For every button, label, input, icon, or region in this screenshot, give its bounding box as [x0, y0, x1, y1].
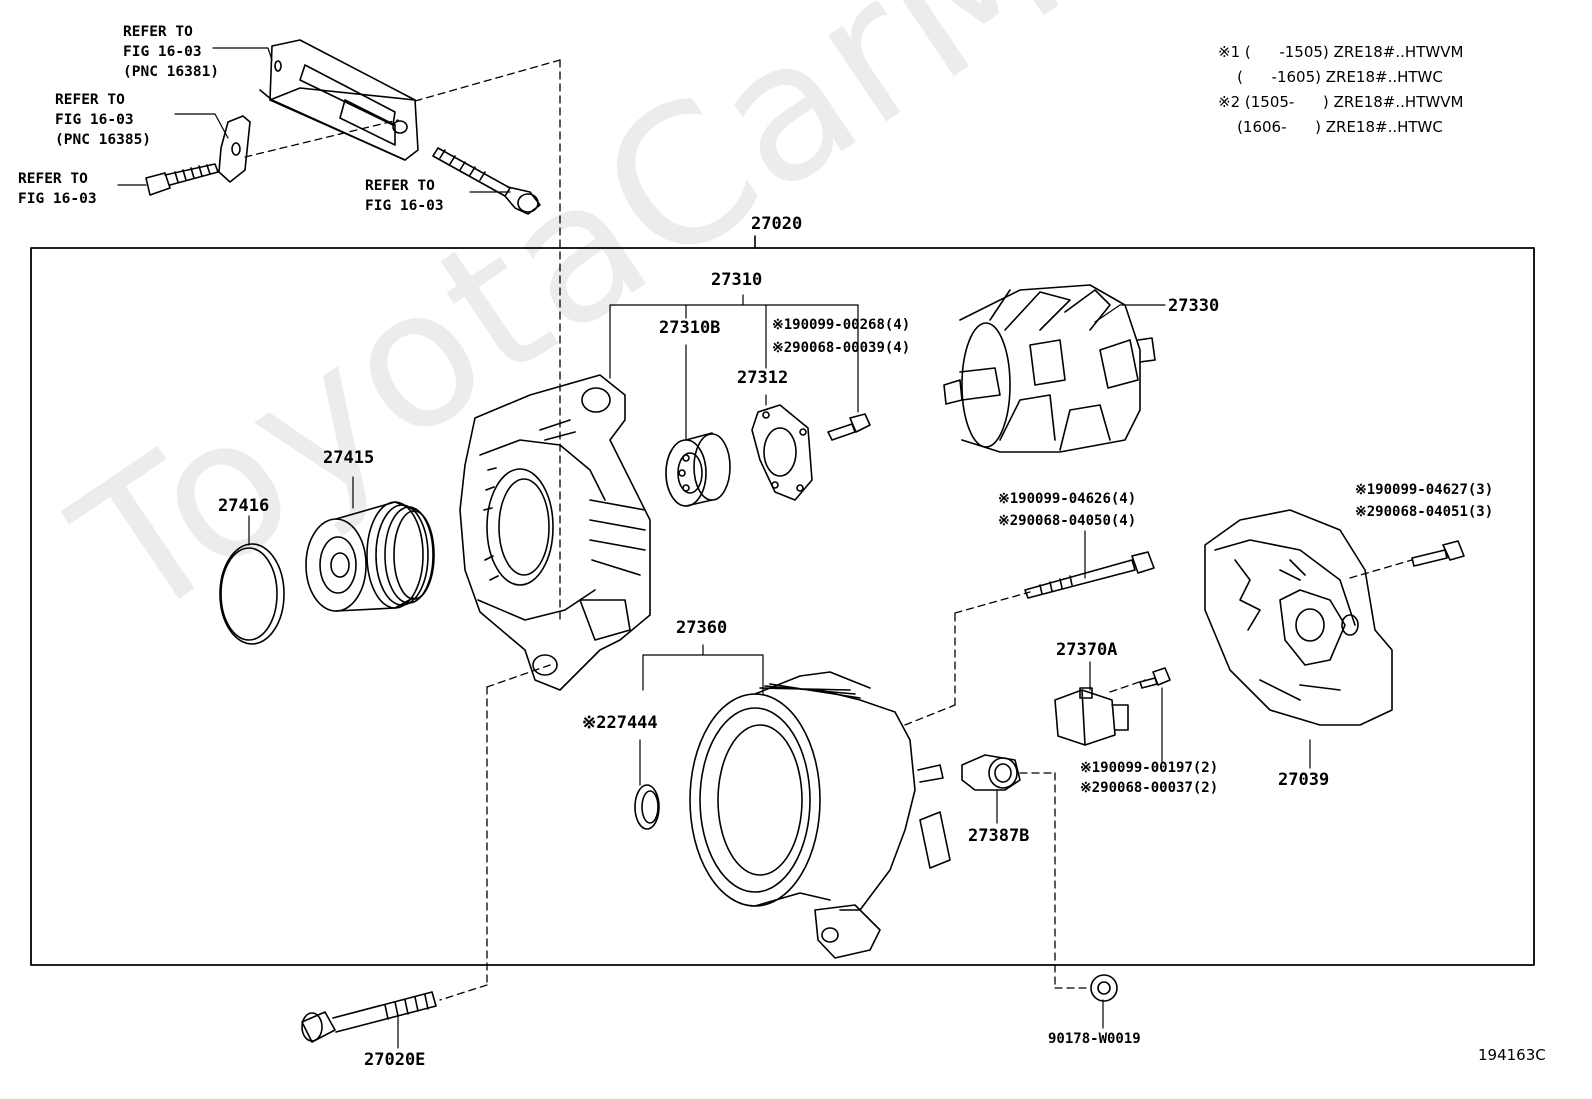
label-terminal-insulator[interactable]: 27387B — [968, 826, 1030, 846]
label-cap[interactable]: 27416 — [218, 496, 270, 516]
figure-number: 194163C — [1478, 1046, 1546, 1064]
drive-end-frame — [459, 374, 651, 691]
nut — [1090, 974, 1118, 1002]
label-rotor[interactable]: 27330 — [1168, 296, 1220, 316]
refer-label-1: REFER TO FIG 16-03 (PNC 16381) — [123, 24, 220, 80]
bolt-long-top — [432, 147, 541, 215]
label-frame[interactable]: 27310 — [711, 270, 763, 290]
label-through-bolt-2[interactable]: ※290068-04050(4) — [998, 513, 1137, 529]
label-plate[interactable]: 27312 — [737, 368, 789, 388]
label-assembly[interactable]: 27020 — [751, 214, 803, 234]
terminal-insulator — [961, 754, 1021, 791]
cover-bolt — [1411, 540, 1465, 567]
label-screw-brush-1[interactable]: ※190099-00197(2) — [1080, 760, 1219, 776]
label-bearing[interactable]: 27310B — [659, 318, 721, 338]
label-screw-plate-1[interactable]: ※190099-00268(4) — [772, 317, 911, 333]
refer-label-3: REFER TO FIG 16-03 — [18, 171, 97, 207]
dust-cap — [219, 543, 285, 645]
label-cover-bolt-1[interactable]: ※190099-04627(3) — [1355, 482, 1494, 498]
bolt-left — [145, 163, 219, 196]
label-brush-holder[interactable]: 27370A — [1056, 640, 1118, 660]
leader-lines — [117, 47, 1311, 1049]
refer-label-4: REFER TO FIG 16-03 — [365, 178, 444, 214]
adjust-bar-bracket — [259, 39, 419, 161]
label-through-bolt-1[interactable]: ※190099-04626(4) — [998, 491, 1137, 507]
label-screw-plate-2[interactable]: ※290068-00039(4) — [772, 340, 911, 356]
refer-label-2: REFER TO FIG 16-03 (PNC 16385) — [55, 92, 152, 148]
retainer-plate — [751, 404, 813, 501]
brush-holder — [1054, 687, 1129, 746]
label-stator[interactable]: 27360 — [676, 618, 728, 638]
rear-cover — [1204, 509, 1393, 726]
screw-brush — [1139, 667, 1171, 689]
screw-plate — [827, 413, 871, 441]
label-washer[interactable]: ※227444 — [582, 713, 658, 733]
label-cover-bolt-2[interactable]: ※290068-04051(3) — [1355, 504, 1494, 520]
label-mount-bolt[interactable]: 27020E — [364, 1050, 426, 1070]
note-line-3: ※2 (1505- ) ZRE18#..HTWVM — [1218, 93, 1464, 111]
label-pulley[interactable]: 27415 — [323, 448, 375, 468]
bearing — [665, 432, 731, 507]
through-bolt — [1024, 551, 1155, 599]
label-screw-brush-2[interactable]: ※290068-00037(2) — [1080, 780, 1219, 796]
mount-bolt — [301, 991, 437, 1043]
note-line-2: ( -1605) ZRE18#..HTWC — [1218, 68, 1443, 86]
label-rear-cover[interactable]: 27039 — [1278, 770, 1330, 790]
label-nut[interactable]: 90178-W0019 — [1048, 1031, 1141, 1047]
washer — [634, 784, 660, 830]
assembly-frame — [30, 247, 1535, 966]
note-line-1: ※1 ( -1505) ZRE18#..HTWVM — [1218, 43, 1464, 61]
pulley — [305, 501, 435, 612]
stator — [689, 671, 951, 959]
guide-lines — [244, 59, 1413, 1001]
applicability-notes: ※1 ( -1505) ZRE18#..HTWVM ( -1605) ZRE18… — [1218, 40, 1463, 140]
adjust-bar-plate — [218, 115, 251, 183]
note-line-4: (1606- ) ZRE18#..HTWC — [1218, 118, 1443, 136]
rotor — [943, 284, 1156, 453]
